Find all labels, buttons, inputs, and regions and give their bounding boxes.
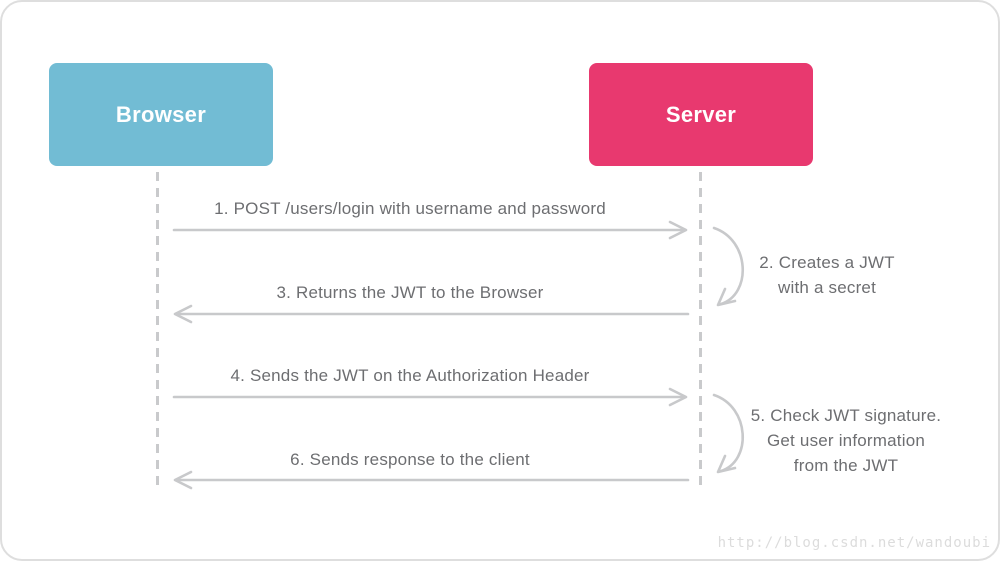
self-note-2: 2. Creates a JWT with a secret [759,253,895,297]
actor-box-server: Server [589,63,813,166]
self-note-5: 5. Check JWT signature. Get user informa… [750,406,942,475]
actor-label-browser: Browser [115,101,207,127]
message-6-arrow [173,470,690,490]
message-4-label: 4. Sends the JWT on the Authorization He… [230,366,590,385]
message-4-arrow [172,387,688,407]
message-1-label: 1. POST /users/login with username and p… [214,199,606,218]
message-1-arrow [172,220,688,240]
actor-label-server: Server [665,101,737,127]
self-loop-2-arrow [712,226,744,307]
message-6-label: 6. Sends response to the client [290,450,530,469]
message-3-label: 3. Returns the JWT to the Browser [276,283,544,302]
message-3-arrow [173,304,690,324]
self-loop-5-arrow [712,393,744,474]
actor-box-browser: Browser [49,63,273,166]
watermark: http://blog.csdn.net/wandoubi [717,535,991,551]
